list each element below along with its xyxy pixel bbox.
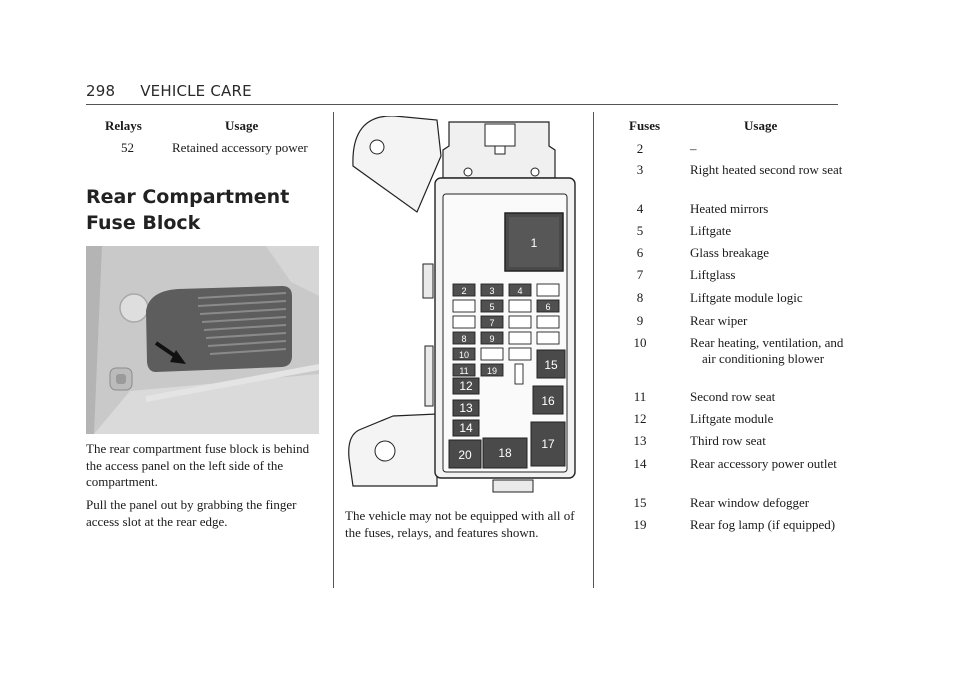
fuse-usage: Rear wiper [690,313,748,328]
fuse-number: 12 [633,411,647,426]
svg-text:17: 17 [541,437,555,451]
svg-text:14: 14 [459,421,473,435]
page-number: 298 [86,82,116,100]
fuse-usage: Rear heating, ventilation, and air condi… [690,335,844,366]
fuse-number: 14 [633,456,647,471]
fuse-number: 5 [636,223,644,238]
fuses-header-usage: Usage [744,118,778,133]
fuse-number: 6 [636,245,644,260]
svg-text:2: 2 [461,286,466,296]
fuse-number: 8 [636,290,644,305]
relay-usage: Retained accessory power [172,140,308,155]
fuse-usage: Third row seat [690,433,766,448]
svg-text:9: 9 [489,334,494,344]
column-divider-2 [593,112,594,588]
svg-text:20: 20 [458,448,472,462]
fuse-number: 2 [636,141,644,156]
fuse-number: 4 [636,201,644,216]
svg-text:18: 18 [498,446,512,460]
fuse-number: 9 [636,313,644,328]
svg-text:12: 12 [459,379,473,393]
fuse-usage: Right heated second row seat [690,162,843,177]
fuses-header-number: Fuses [629,118,661,133]
fuse-usage: Rear accessory power outlet [690,456,837,471]
section-title: Rear Compartment Fuse Block [86,186,290,234]
fuse-usage: Glass breakage [690,245,770,260]
svg-text:10: 10 [459,350,469,360]
column-divider-1 [333,112,334,588]
page-header: 298 VEHICLE CARE [86,82,252,100]
svg-text:16: 16 [541,394,555,408]
svg-text:5: 5 [489,302,494,312]
fuse-number: 3 [636,162,644,177]
fuse-number: 15 [633,495,647,510]
header-divider [86,104,838,105]
relays-header-number: Relays [105,118,142,133]
fuse-usage: Liftgate module [690,411,774,426]
fuse-number: 10 [633,335,647,350]
fuse-usage: Liftgate [690,223,732,238]
paragraph-equipment-note: The vehicle may not be equipped with all… [345,508,575,540]
fuse-number: 13 [633,433,647,448]
svg-text:6: 6 [545,302,550,312]
relay-number: 52 [121,140,134,155]
paragraph-panel-removal: Pull the panel out by grabbing the finge… [86,497,297,529]
svg-text:11: 11 [459,366,468,376]
rear-compartment-photo [86,246,319,434]
paragraph-fuse-block-location: The rear compartment fuse block is behin… [86,441,310,489]
fuse-usage: Second row seat [690,389,776,404]
fuse-usage: Liftglass [690,267,736,282]
fuse-block-diagram: 1 2 3 4 5 6 7 8 9 10 11 19 12 13 14 15 16 17 18 20 [348,116,576,493]
svg-text:1: 1 [531,236,538,250]
relays-header-usage: Usage [225,118,259,133]
svg-text:13: 13 [459,401,473,415]
fuse-number: 11 [633,389,647,404]
svg-text:8: 8 [461,334,466,344]
svg-text:3: 3 [489,286,494,296]
svg-text:19: 19 [487,366,497,376]
fuse-usage: Heated mirrors [690,201,769,216]
section-name: VEHICLE CARE [140,82,252,100]
fuse-usage: Liftgate module logic [690,290,803,305]
fuse-usage: – [690,141,697,156]
fuse-usage: Rear fog lamp (if equipped) [690,517,836,532]
svg-text:4: 4 [517,286,522,296]
fuse-usage: Rear window defogger [690,495,810,510]
fuse-number: 7 [636,267,644,282]
svg-text:7: 7 [489,318,494,328]
fuse-number: 19 [633,517,647,532]
svg-text:15: 15 [544,358,558,372]
